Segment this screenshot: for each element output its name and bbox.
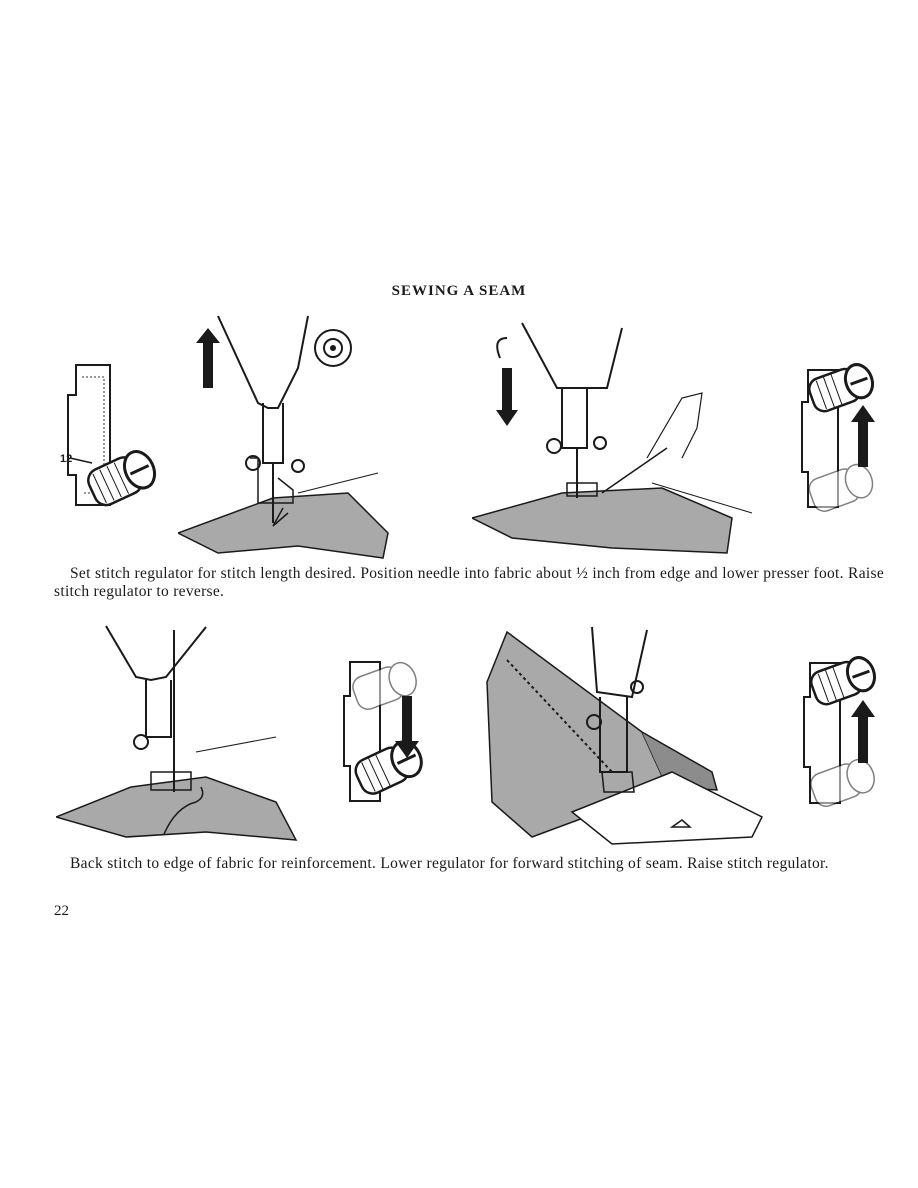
caption-1: Set stitch regulator for stitch length d…	[54, 565, 884, 600]
regulator-knob-figure-2	[798, 362, 888, 512]
regulator-knob-figure-4	[800, 655, 888, 807]
up-arrow	[851, 405, 875, 467]
caption-2: Back stitch to edge of fabric for reinfo…	[70, 855, 829, 872]
hand-outline	[646, 392, 703, 459]
needle-into-fabric-figure	[178, 308, 408, 563]
fabric-shape	[178, 492, 389, 559]
page-number: 22	[54, 903, 69, 919]
forward-seam-figure	[482, 622, 767, 847]
seam-stitches	[506, 659, 613, 773]
regulator-setting-label: 12	[60, 453, 72, 465]
up-arrow	[851, 700, 875, 763]
up-arrow	[196, 328, 220, 388]
down-arrow	[395, 696, 419, 758]
tension-dial	[314, 329, 352, 367]
fabric-shape	[472, 487, 733, 554]
regulator-knob-figure-1: 12	[60, 355, 170, 520]
page-title: SEWING A SEAM	[391, 283, 527, 299]
throat-plate	[570, 771, 764, 845]
lower-presser-foot-figure	[472, 318, 762, 563]
back-stitch-figure	[56, 622, 301, 847]
thread-line	[163, 786, 204, 835]
fabric-shape	[56, 776, 298, 841]
down-arrow	[496, 368, 518, 426]
regulator-knob-figure-3	[342, 656, 437, 806]
